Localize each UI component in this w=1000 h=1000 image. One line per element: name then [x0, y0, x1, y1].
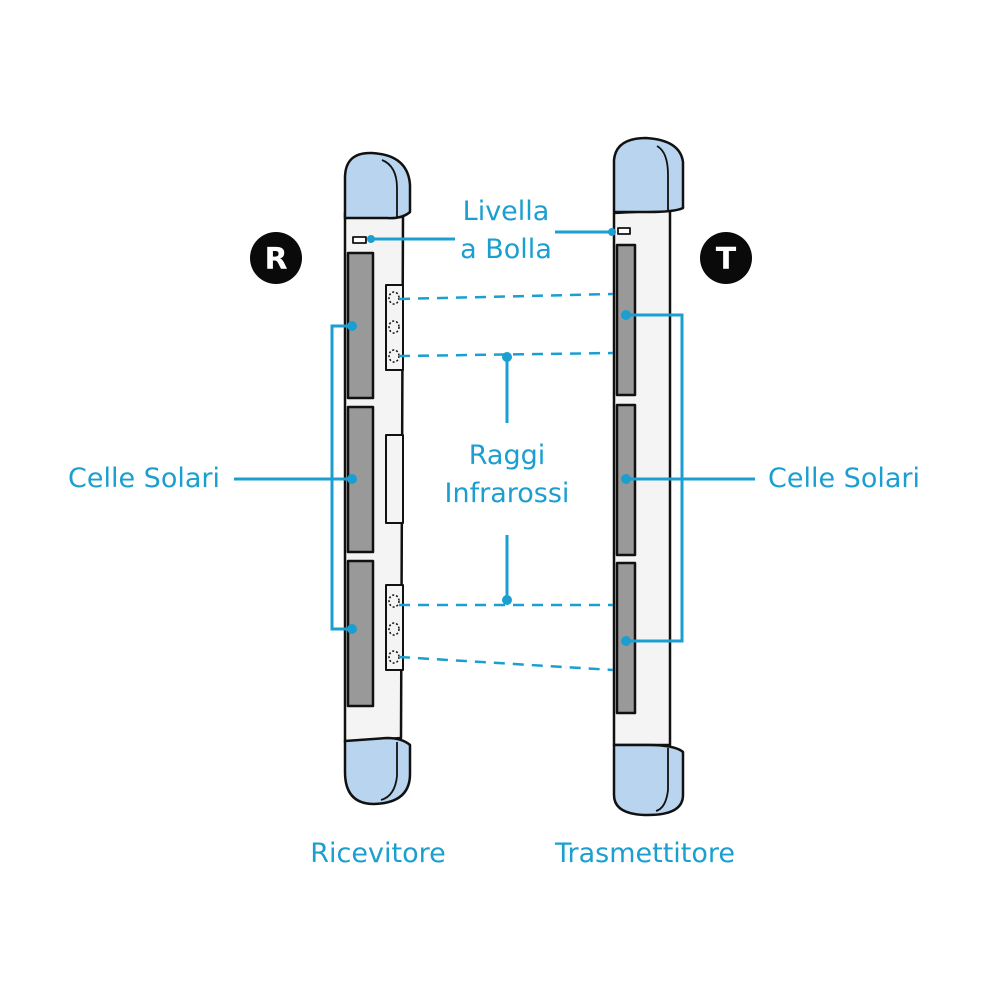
infrared-label-line2: Infrarossi [445, 478, 570, 509]
bubble-level-label-line2: a Bolla [460, 234, 552, 265]
receiver-column [343, 151, 412, 806]
receiver-badge: R [250, 232, 302, 284]
leader-dot [621, 636, 631, 646]
transmitter-bottom-cap [612, 743, 685, 817]
leader-dot [347, 474, 357, 484]
receiver-solar-cell-top [346, 251, 375, 400]
infrared-beam-1 [398, 292, 614, 301]
leader-dot [502, 352, 512, 362]
receiver-lens [388, 622, 400, 636]
transmitter-bubble-level [617, 227, 631, 235]
transmitter-label: Trasmettitore [554, 838, 735, 869]
solar-cells-label-left: Celle Solari [68, 463, 220, 494]
receiver-solar-cell-bottom [346, 559, 375, 708]
transmitter-badge-letter: T [716, 242, 737, 277]
receiver-top-cap [343, 151, 412, 220]
receiver-bubble-level [352, 236, 367, 244]
infrared-beam-4 [398, 655, 614, 672]
leader-dot [502, 595, 512, 605]
receiver-lens [388, 320, 400, 334]
receiver-lens [388, 594, 400, 608]
transmitter-badge: T [700, 232, 752, 284]
leader-lines [234, 230, 755, 643]
bubble-level-label-line1: Livella [463, 196, 550, 227]
leader-dot [621, 310, 631, 320]
leader-dots [347, 228, 631, 646]
receiver-center-panel [385, 434, 404, 524]
receiver-sensor-housing-top [385, 284, 404, 371]
infrared-beams [398, 292, 614, 672]
receiver-sensor-housing-bottom [385, 584, 404, 671]
leader-dot [367, 235, 375, 243]
leader-dot [347, 321, 357, 331]
leader-dot [347, 624, 357, 634]
infrared-beam-2 [398, 351, 614, 358]
receiver-bottom-cap [343, 736, 412, 806]
receiver-badge-letter: R [264, 242, 287, 277]
solar-cells-label-right: Celle Solari [768, 463, 920, 494]
transmitter-top-cap [612, 136, 685, 214]
infrared-label-line1: Raggi [469, 440, 546, 471]
receiver-label: Ricevitore [310, 838, 445, 869]
labels: Livella a Bolla Raggi Infrarossi Celle S… [68, 196, 920, 869]
leader-dot [608, 228, 616, 236]
leader-dot [621, 474, 631, 484]
